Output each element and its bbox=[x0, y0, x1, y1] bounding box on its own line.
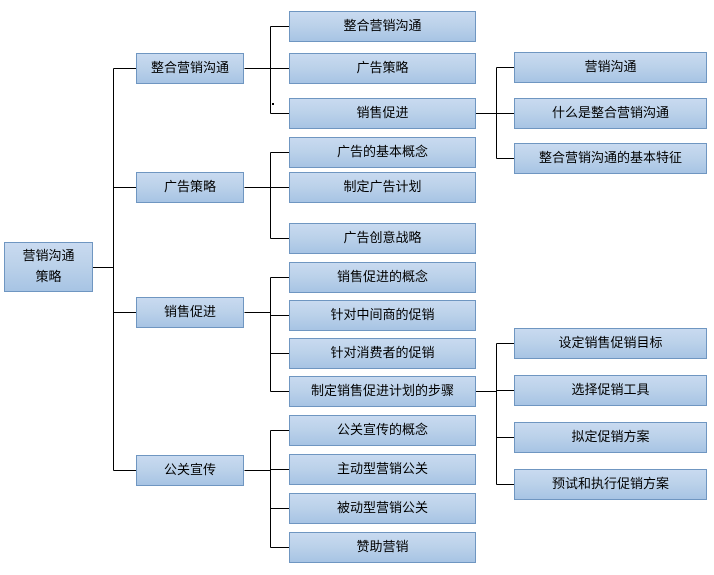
node-label: 针对消费者的促销 bbox=[330, 346, 435, 361]
node-label: 制定销售促进计划的步骤 bbox=[310, 384, 454, 399]
node-label: 销售促进的概念 bbox=[336, 270, 428, 285]
node-label: 广告创意战略 bbox=[343, 231, 422, 246]
node-label: 整合营销沟通 bbox=[343, 19, 422, 34]
node-label: 公关宣传 bbox=[163, 463, 216, 478]
node-label: 销售促进 bbox=[163, 305, 216, 320]
node-level4-imc-detail-1[interactable]: 营销沟通 bbox=[514, 52, 707, 83]
node-level3-sp-3[interactable]: 针对消费者的促销 bbox=[289, 338, 476, 369]
node-level3-pr-3[interactable]: 被动型营销公关 bbox=[289, 493, 476, 524]
node-level3-ad-1[interactable]: 广告的基本概念 bbox=[289, 137, 476, 168]
node-root-label: 营销沟通 策略 bbox=[22, 249, 75, 285]
node-level3-pr-4[interactable]: 赞助营销 bbox=[289, 532, 476, 563]
node-label: 什么是整合营销沟通 bbox=[551, 106, 669, 121]
node-level4-promo-step-4[interactable]: 预试和执行促销方案 bbox=[514, 469, 707, 500]
node-label: 针对中间商的促销 bbox=[330, 308, 435, 323]
node-label: 销售促进 bbox=[356, 106, 409, 121]
node-level3-sp-4[interactable]: 制定销售促进计划的步骤 bbox=[289, 376, 476, 407]
connector-artifact-dot bbox=[272, 103, 274, 105]
node-level2-advertising-strategy[interactable]: 广告策略 bbox=[136, 172, 244, 203]
node-label: 设定销售促销目标 bbox=[558, 336, 663, 351]
node-label: 公关宣传的概念 bbox=[336, 423, 428, 438]
node-label: 整合营销沟通 bbox=[150, 61, 229, 76]
node-level4-promo-step-1[interactable]: 设定销售促销目标 bbox=[514, 328, 707, 359]
node-level3-sp-1[interactable]: 销售促进的概念 bbox=[289, 262, 476, 293]
node-level4-imc-detail-3[interactable]: 整合营销沟通的基本特征 bbox=[514, 143, 707, 174]
node-level3-imc-1[interactable]: 整合营销沟通 bbox=[289, 11, 476, 42]
node-label: 主动型营销公关 bbox=[336, 462, 428, 477]
node-level4-imc-detail-2[interactable]: 什么是整合营销沟通 bbox=[514, 98, 707, 129]
node-level4-promo-step-2[interactable]: 选择促销工具 bbox=[514, 375, 707, 406]
node-label: 拟定促销方案 bbox=[571, 430, 650, 445]
node-root[interactable]: 营销沟通 策略 bbox=[4, 242, 93, 292]
node-label: 制定广告计划 bbox=[343, 180, 422, 195]
node-label: 广告策略 bbox=[356, 61, 409, 76]
node-label: 赞助营销 bbox=[356, 540, 409, 555]
node-level2-sales-promotion[interactable]: 销售促进 bbox=[136, 297, 244, 328]
node-level2-public-relations[interactable]: 公关宣传 bbox=[136, 455, 244, 486]
node-label: 广告策略 bbox=[163, 180, 216, 195]
node-label: 整合营销沟通的基本特征 bbox=[538, 151, 682, 166]
node-level2-integrated-marketing-communication[interactable]: 整合营销沟通 bbox=[136, 53, 244, 84]
node-level3-imc-3[interactable]: 销售促进 bbox=[289, 98, 476, 129]
node-level3-ad-3[interactable]: 广告创意战略 bbox=[289, 223, 476, 254]
node-level3-pr-2[interactable]: 主动型营销公关 bbox=[289, 454, 476, 485]
node-label: 营销沟通 bbox=[584, 60, 637, 75]
node-level3-ad-2[interactable]: 制定广告计划 bbox=[289, 172, 476, 203]
node-level3-pr-1[interactable]: 公关宣传的概念 bbox=[289, 415, 476, 446]
node-label: 选择促销工具 bbox=[571, 383, 650, 398]
node-label: 预试和执行促销方案 bbox=[551, 477, 669, 492]
node-level4-promo-step-3[interactable]: 拟定促销方案 bbox=[514, 422, 707, 453]
node-level3-sp-2[interactable]: 针对中间商的促销 bbox=[289, 300, 476, 331]
node-level3-imc-2[interactable]: 广告策略 bbox=[289, 53, 476, 84]
node-label: 被动型营销公关 bbox=[336, 501, 428, 516]
node-label: 广告的基本概念 bbox=[336, 145, 428, 160]
